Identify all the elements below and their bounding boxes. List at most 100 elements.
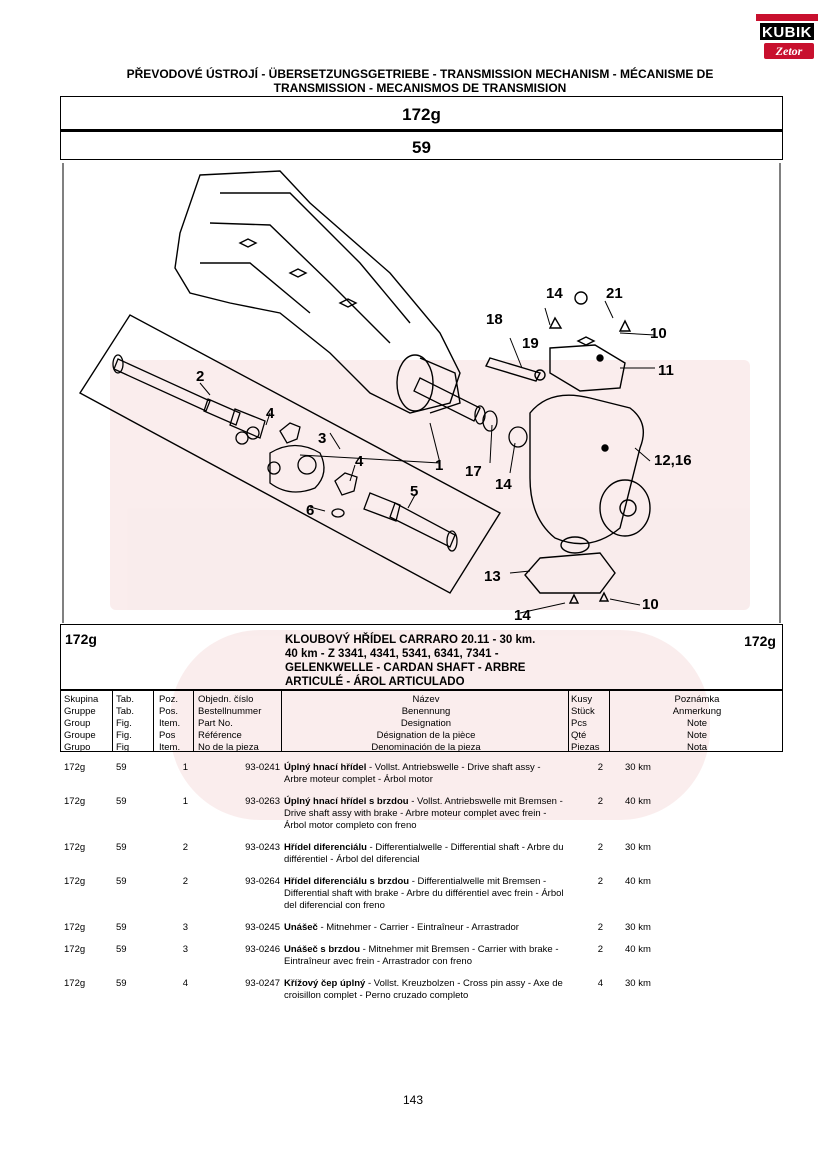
cell-note: 30 km [625, 762, 651, 773]
cell-qty: 4 [597, 978, 603, 989]
cell-group: 172g [64, 762, 86, 773]
cell-name-primary: Unášeč [284, 922, 318, 933]
page-number: 143 [402, 1093, 424, 1107]
section-title: PŘEVODOVÉ ÚSTROJÍ - ÜBERSETZUNGSGETRIEBE… [60, 67, 780, 95]
cell-part-no: 93-0264 [245, 876, 280, 887]
cell-pos: 3 [182, 922, 188, 933]
cell-pos: 1 [182, 796, 188, 807]
section-title-line2: TRANSMISSION - MECANISMOS DE TRANSMISION [273, 81, 567, 95]
kubik-zetor-logo: KUBIK Zetor [756, 14, 818, 64]
group-code: 172g [402, 105, 441, 124]
cell-pos: 4 [182, 978, 188, 989]
cell-part-no: 93-0247 [245, 978, 280, 989]
callout-10b: 10 [642, 596, 659, 613]
figure-number-box: 59 [60, 130, 783, 160]
cell-name: Úplný hnací hřídel - Vollst. Antriebswel… [284, 762, 564, 786]
parts-table-body: 172g 59 1 93-0241 2 30 km Úplný hnací hřídel -… [60, 762, 783, 1012]
cell-name-translations: - Mitnehmer - Carrier - Eintraîneur - Ar… [317, 922, 519, 933]
figure-number: 59 [61, 131, 782, 159]
cell-note: 30 km [625, 922, 651, 933]
part-description-box: 172g KLOUBOVÝ HŘÍDEL CARRARO 20.11 - 30 … [60, 624, 783, 690]
cell-part-no: 93-0243 [245, 842, 280, 853]
cell-name-translations: - Vollst. Antriebswelle mit Bremsen - Dr… [284, 796, 563, 831]
cell-name: Úplný hnací hřídel s brzdou - Vollst. An… [284, 796, 564, 832]
cell-part-no: 93-0241 [245, 762, 280, 773]
cell-tab: 59 [116, 876, 127, 887]
cell-pos: 3 [182, 944, 188, 955]
svg-text:KUBIK: KUBIK [762, 24, 812, 41]
cell-name-translations: - Mitnehmer mit Bremsen - Carrier with b… [284, 944, 559, 967]
callout-13: 13 [484, 568, 501, 585]
cell-name-primary: Křížový čep úplný [284, 978, 366, 989]
cell-part-no: 93-0245 [245, 922, 280, 933]
shaft-assembly-frame [79, 314, 501, 594]
description-title: KLOUBOVÝ HŘÍDEL CARRARO 20.11 - 30 km. 4… [285, 633, 645, 689]
callout-21: 21 [606, 285, 623, 302]
section-title-line1: PŘEVODOVÉ ÚSTROJÍ - ÜBERSETZUNGSGETRIEBE… [126, 67, 714, 81]
cell-note: 40 km [625, 876, 651, 887]
callout-12-16: 12,16 [654, 452, 692, 469]
cell-name-primary: Hřídel diferenciálu [284, 842, 367, 853]
callout-20: 19 [522, 335, 539, 352]
callout-11: 11 [658, 362, 674, 379]
cell-name-primary: Unášeč s brzdou [284, 944, 361, 955]
description-line: KLOUBOVÝ HŘÍDEL CARRARO 20.11 - 30 km. [285, 634, 536, 646]
cell-note: 30 km [625, 978, 651, 989]
cell-group: 172g [64, 842, 86, 853]
cell-pos: 2 [182, 876, 188, 887]
cell-group: 172g [64, 922, 86, 933]
cell-tab: 59 [116, 796, 127, 807]
cell-name: Unášeč s brzdou - Mitnehmer mit Bremsen … [284, 944, 564, 968]
svg-text:Zetor: Zetor [775, 44, 803, 58]
cell-qty: 2 [597, 842, 603, 853]
exploded-diagram: 2 4 3 4 5 6 1 17 14 18 19 14 21 10 11 12… [60, 163, 783, 624]
description-line: GELENKWELLE - CARDAN SHAFT - ARBRE [285, 662, 526, 674]
description-line: ARTICULÉ - ÁROL ARTICULADO [285, 676, 465, 688]
cell-pos: 2 [182, 842, 188, 853]
axle-housing-drawing [174, 170, 461, 414]
cell-note: 30 km [625, 842, 651, 853]
cell-group: 172g [64, 876, 86, 887]
callout-1: 1 [435, 457, 443, 474]
cell-name-translations: - Differentialwelle - Differential shaft… [284, 842, 564, 865]
callout-3: 3 [318, 430, 326, 447]
callout-5: 5 [410, 483, 418, 500]
callout-4b: 4 [355, 453, 364, 470]
header-tab: Tab.Tab.Fig.Fig.Fig [116, 694, 134, 753]
callout-18: 17 [465, 463, 482, 480]
table-row: 172g 59 4 93-0247 4 30 km Křížový čep úplný - … [60, 978, 783, 1002]
cell-tab: 59 [116, 762, 127, 773]
callout-lines [199, 300, 656, 614]
cell-group: 172g [64, 978, 86, 989]
cell-name: Hřídel diferenciálu - Differentialwelle … [284, 842, 564, 866]
callout-4a: 4 [266, 405, 275, 422]
cell-name-primary: Úplný hnací hřídel [284, 762, 367, 773]
cell-group: 172g [64, 944, 86, 955]
cell-name-translations: - Differentialwelle mit Bremsen - Differ… [284, 876, 564, 911]
callout-6: 6 [306, 502, 314, 519]
description-group-code-left: 172g [65, 631, 97, 647]
cell-name-primary: Úplný hnací hřídel s brzdou [284, 796, 409, 807]
cell-name-translations: - Vollst. Antriebswelle - Drive shaft as… [284, 762, 541, 785]
cell-name: Hřídel diferenciálu s brzdou - Different… [284, 876, 564, 912]
cell-note: 40 km [625, 796, 651, 807]
cell-qty: 2 [597, 922, 603, 933]
cell-name-translations: - Vollst. Kreuzbolzen - Cross pin assy -… [284, 978, 563, 1001]
description-line: 40 km - Z 3341, 4341, 5341, 6341, 7341 - [285, 648, 499, 660]
cell-part-no: 93-0263 [245, 796, 280, 807]
callout-labels: 2 4 3 4 5 6 1 17 14 18 19 14 21 10 11 12… [196, 285, 692, 624]
cell-name-primary: Hřídel diferenciálu s brzdou [284, 876, 410, 887]
cell-tab: 59 [116, 978, 127, 989]
